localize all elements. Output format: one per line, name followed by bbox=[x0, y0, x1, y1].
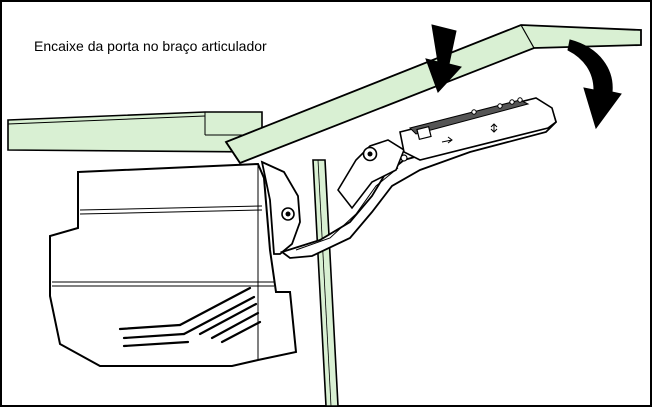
arrow-down-icon bbox=[425, 24, 462, 93]
wall-bracket bbox=[260, 160, 301, 255]
diagram-caption: Encaixe da porta no braço articulador bbox=[34, 38, 267, 54]
cabinet-side-wall bbox=[312, 159, 339, 407]
curved-arrow-down-icon bbox=[567, 39, 622, 130]
grille-slots bbox=[118, 286, 262, 348]
door-clip-plate bbox=[399, 97, 557, 161]
cabinet-top-panel bbox=[7, 111, 263, 153]
lift-mechanism-housing bbox=[49, 162, 298, 367]
door-panel bbox=[224, 24, 642, 165]
hinge-arm bbox=[280, 108, 558, 259]
